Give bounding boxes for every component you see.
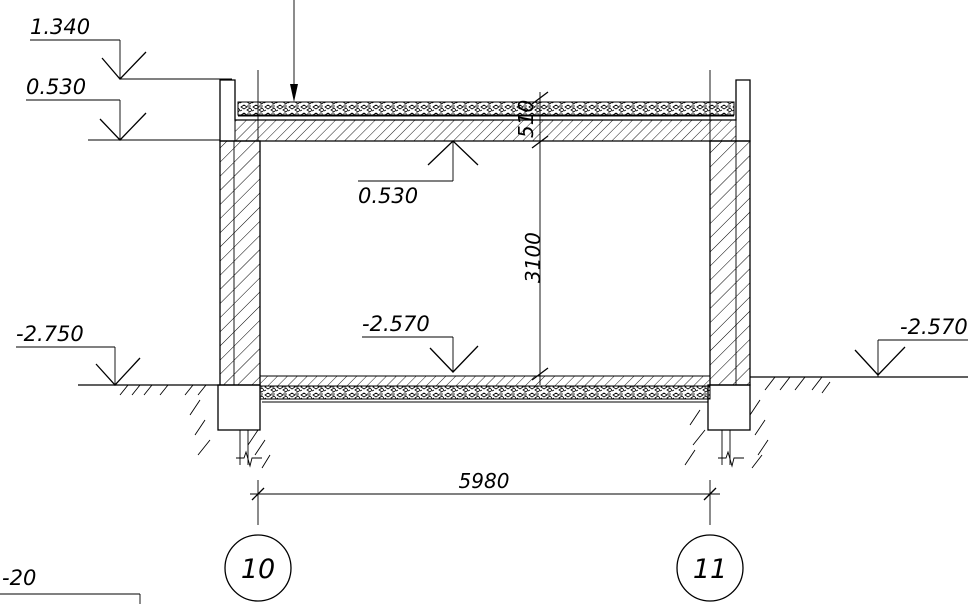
axis-bubble-10: 10 [224,534,292,602]
left-wall [219,140,261,386]
roof-slab [219,70,751,142]
axis-bubble-11: 11 [676,534,744,602]
leader-arrow [290,0,298,102]
vertical-dimension: 510 3100 [514,91,549,385]
dim-span: 5980 [459,469,510,493]
level-label-roof-left: 0.530 [26,75,86,99]
right-wall [709,140,751,386]
level-label-ground-right: -2.570 [900,315,968,339]
dim-room-height: 3100 [521,232,545,283]
level-ground-left: -2.750 [16,322,141,386]
dim-slab-thickness: 510 [514,100,538,138]
ground-left [78,384,220,396]
level-label-floor: -2.570 [362,312,430,336]
axis-label-left: 10 [241,554,275,585]
level-label-partial: -20 [2,566,36,590]
level-label-ground-left: -2.750 [16,322,84,346]
level-ceiling: 0.530 [358,140,479,208]
axis-label-right: 11 [693,554,727,585]
ground-right [750,376,968,394]
level-partial: -20 [0,566,141,604]
level-floor: -2.570 [362,312,479,373]
horizontal-dimension: 5980 [250,469,720,525]
level-top-slab: 1.340 [30,15,232,80]
footings [189,384,769,469]
floor-slab [259,375,711,403]
level-roof-left: 0.530 [26,75,220,141]
level-label-ceiling: 0.530 [358,184,418,208]
level-label-top-slab: 1.340 [30,15,90,39]
level-ground-right: -2.570 [854,315,968,377]
